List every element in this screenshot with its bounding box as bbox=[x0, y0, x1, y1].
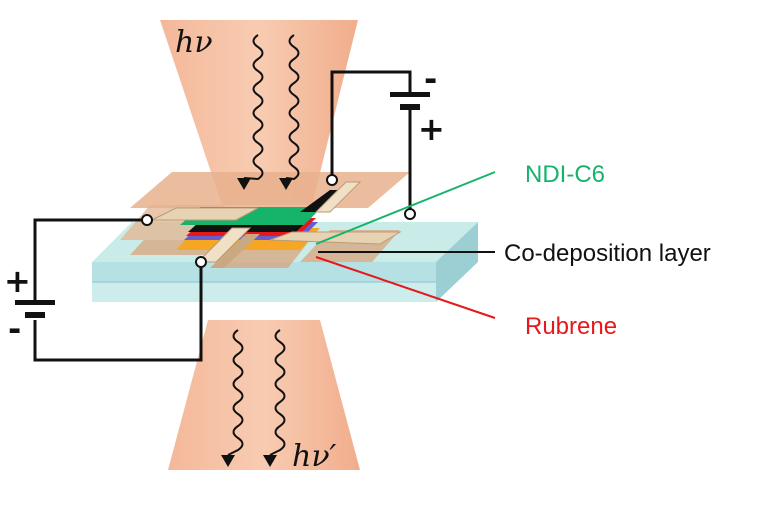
right-battery-plus: + bbox=[418, 110, 445, 148]
arrowhead-4 bbox=[263, 455, 277, 467]
left-circuit-wire bbox=[33, 218, 203, 362]
emitted-light-beam bbox=[168, 320, 360, 470]
left-battery-plus: + bbox=[4, 262, 31, 300]
emitted-photon-arrows bbox=[227, 329, 286, 456]
incident-photon-arrows bbox=[243, 34, 300, 181]
arrowhead-2 bbox=[279, 178, 293, 190]
arrowhead-1 bbox=[237, 178, 251, 190]
right-battery bbox=[390, 92, 430, 110]
ndi-c6-label: NDI-C6 bbox=[525, 161, 605, 188]
left-contact-top bbox=[141, 214, 153, 226]
arrowhead-3 bbox=[221, 455, 235, 467]
source-drain-bars bbox=[151, 181, 402, 268]
right-contact-top bbox=[326, 174, 338, 186]
left-battery-minus: - bbox=[8, 310, 21, 348]
incident-light-label: hν bbox=[175, 25, 213, 60]
left-contact-bottom bbox=[195, 256, 207, 268]
emitted-light-label: hν′ bbox=[292, 439, 337, 474]
top-electrode-plate bbox=[130, 172, 410, 208]
rubrene-label: Rubrene bbox=[525, 313, 617, 340]
right-circuit-wire bbox=[330, 70, 412, 214]
rubrene-leader-line bbox=[315, 256, 496, 319]
incident-light-beam bbox=[160, 20, 358, 205]
right-battery-minus: - bbox=[424, 60, 437, 98]
codeposition-layer-label: Co-deposition layer bbox=[504, 240, 711, 267]
ndi-leader-line bbox=[315, 171, 496, 245]
right-contact-bottom bbox=[404, 208, 416, 220]
left-battery bbox=[15, 300, 55, 318]
